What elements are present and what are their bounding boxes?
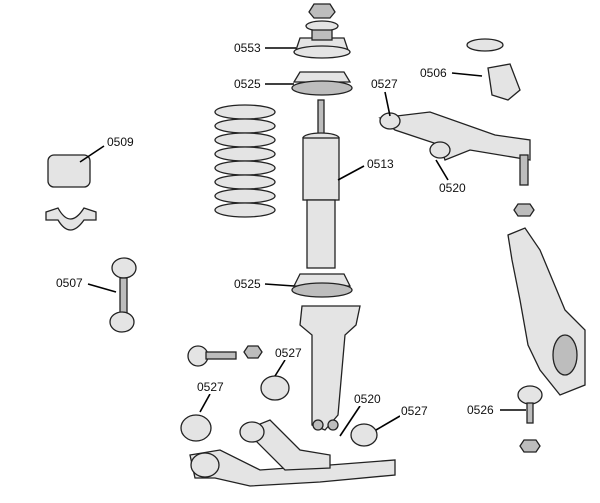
callout-0525-upper: 0525 <box>233 77 262 91</box>
callout-0526: 0526 <box>466 403 495 417</box>
shock-absorber-0513 <box>302 99 340 269</box>
callout-0525-lower: 0525 <box>233 277 262 291</box>
callout-0553: 0553 <box>233 41 262 55</box>
bolt <box>187 345 263 367</box>
callout-0527-left: 0527 <box>196 380 225 394</box>
coil-spring <box>214 104 276 218</box>
spring-seat-0525-upper <box>291 71 353 96</box>
callout-0513: 0513 <box>366 157 395 171</box>
top-nut <box>305 3 339 32</box>
ball-joint-0526 <box>517 385 543 453</box>
bump-stop-0506 <box>466 38 521 101</box>
callout-0506: 0506 <box>419 66 448 80</box>
lower-control-arm <box>189 419 396 487</box>
drop-link-0507 <box>109 257 137 333</box>
nut-upper-right <box>513 203 535 217</box>
leader-lines <box>79 47 526 437</box>
callout-0520-upper: 0520 <box>438 181 467 195</box>
callout-0520-lower: 0520 <box>353 392 382 406</box>
bushings <box>180 375 378 447</box>
spring-seat-0525-lower <box>291 273 353 298</box>
callout-0507: 0507 <box>55 276 84 290</box>
callout-0509: 0509 <box>106 135 135 149</box>
strut-leg <box>299 305 361 431</box>
callout-0527-mid: 0527 <box>274 346 303 360</box>
callout-0527-right: 0527 <box>400 404 429 418</box>
top-mount-0553 <box>293 29 351 59</box>
upper-control-arm <box>378 111 531 186</box>
steering-knuckle <box>507 227 586 396</box>
callout-0527-upper-arm: 0527 <box>370 77 399 91</box>
sway-bar-bushing-0509 <box>45 154 97 231</box>
